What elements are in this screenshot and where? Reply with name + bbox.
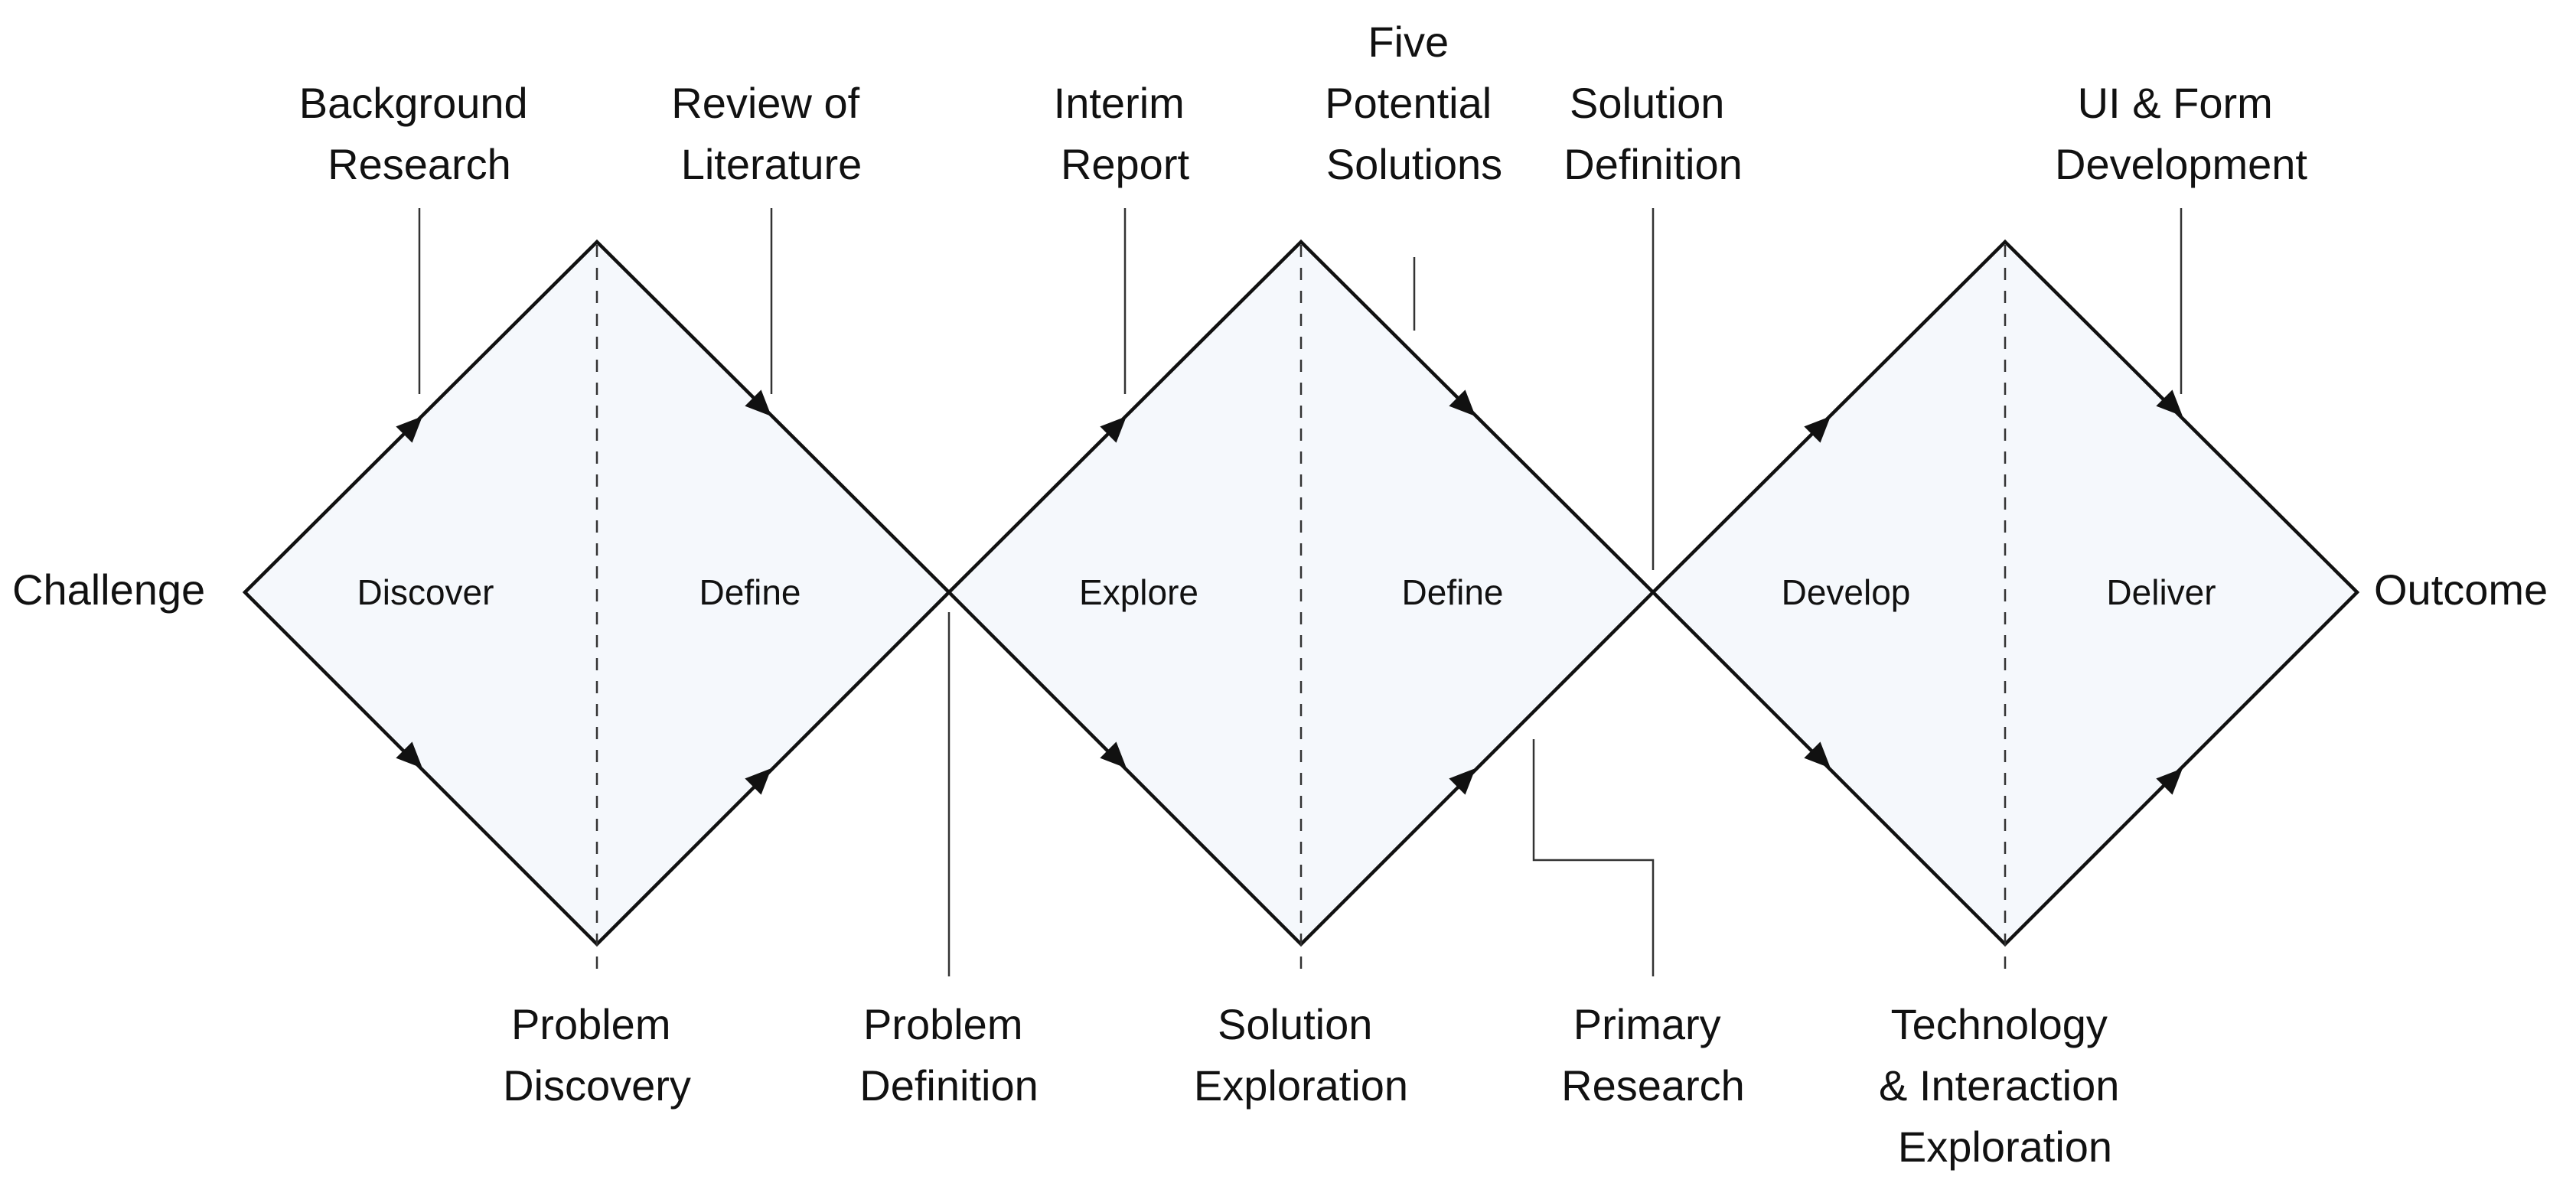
- arrow-icon: [1100, 741, 1127, 768]
- arrow-icon: [745, 389, 771, 416]
- arrow-icon: [1449, 768, 1475, 795]
- arrow-icon: [745, 768, 771, 795]
- phase-define-1: Define: [699, 572, 801, 612]
- label-interim-report: Interim Report: [1054, 79, 1197, 188]
- arrow-icon: [1804, 741, 1831, 768]
- arrow-icon: [396, 416, 422, 443]
- label-technology-interaction-exploration: Technology & Interaction Exploration: [1879, 1000, 2131, 1171]
- label-five-potential-solutions: Five Potential Solutions: [1325, 18, 1504, 188]
- phase-define-2: Define: [1402, 572, 1504, 612]
- arrow-icon: [396, 741, 422, 768]
- arrow-icon: [1449, 389, 1475, 416]
- leader-primary-research: [1532, 739, 1655, 976]
- challenge-label: Challenge: [12, 565, 205, 614]
- phase-discover: Discover: [357, 572, 494, 612]
- label-primary-research: Primary Research: [1561, 1000, 1745, 1110]
- phase-explore: Explore: [1079, 572, 1198, 612]
- phase-develop: Develop: [1782, 572, 1911, 612]
- label-solution-definition: Solution Definition: [1564, 79, 1742, 188]
- arrow-icon: [1804, 416, 1831, 443]
- outcome-label: Outcome: [2374, 565, 2548, 614]
- arrowheads: [396, 389, 2183, 795]
- label-solution-exploration: Solution Exploration: [1194, 1000, 1408, 1110]
- arrow-icon: [2156, 389, 2183, 416]
- label-review-of-literature: Review of Literature: [671, 79, 871, 188]
- label-background-research: Background Research: [299, 79, 540, 188]
- label-problem-definition: Problem Definition: [859, 1000, 1038, 1110]
- arrow-icon: [1100, 416, 1127, 443]
- phase-deliver: Deliver: [2106, 572, 2216, 612]
- label-ui-form-development: UI & Form Development: [2055, 79, 2307, 188]
- arrow-icon: [2156, 768, 2183, 795]
- label-problem-discovery: Problem Discovery: [503, 1000, 691, 1110]
